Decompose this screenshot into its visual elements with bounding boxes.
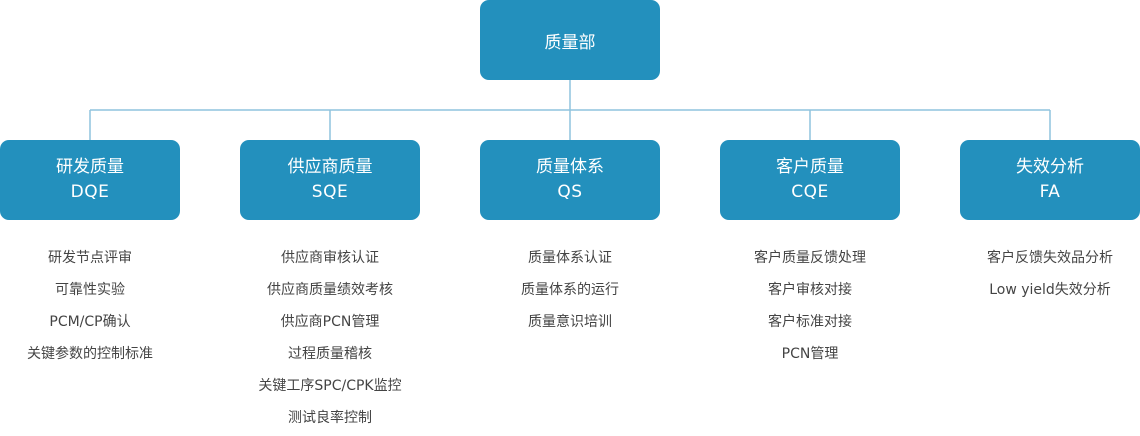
list-item: 客户标准对接 [768,314,852,330]
dept-name: 供应商质量 [287,157,373,177]
list-item: 关键工序SPC/CPK监控 [258,378,402,394]
dept-abbr: SQE [311,182,349,202]
dept-abbr: FA [1039,182,1061,202]
list-item: 客户质量反馈处理 [754,250,866,266]
list-item: 研发节点评审 [48,250,132,266]
cqe-responsibility-list: 客户质量反馈处理 客户审核对接 客户标准对接 PCN管理 [710,244,910,372]
dept-name: 质量体系 [536,157,604,177]
dept-node-dqe: 研发质量 DQE [0,140,180,220]
dept-name: 客户质量 [776,157,844,177]
list-item: 供应商质量绩效考核 [267,282,393,298]
list-item: 可靠性实验 [55,282,125,298]
dept-name: 研发质量 [56,157,124,177]
sqe-responsibility-list: 供应商审核认证 供应商质量绩效考核 供应商PCN管理 过程质量稽核 关键工序SP… [230,244,430,436]
dqe-responsibility-list: 研发节点评审 可靠性实验 PCM/CP确认 关键参数的控制标准 [0,244,190,372]
fa-responsibility-list: 客户反馈失效品分析 Low yield失效分析 [950,244,1140,308]
qs-responsibility-list: 质量体系认证 质量体系的运行 质量意识培训 [470,244,670,340]
list-item: 质量意识培训 [528,314,612,330]
dept-node-sqe: 供应商质量 SQE [240,140,420,220]
list-item: 客户反馈失效品分析 [987,250,1113,266]
list-item: 测试良率控制 [288,410,372,426]
list-item: 供应商审核认证 [281,250,379,266]
dept-name: 失效分析 [1016,157,1084,177]
list-item: 质量体系的运行 [521,282,619,298]
list-item: 过程质量稽核 [288,346,372,362]
connector-lines [89,80,1051,140]
list-item: 质量体系认证 [528,250,612,266]
list-item: PCN管理 [781,346,839,362]
dept-node-fa: 失效分析 FA [960,140,1140,220]
root-node-quality-dept: 质量部 [480,0,660,80]
root-node-label: 质量部 [544,32,596,53]
list-item: PCM/CP确认 [49,314,131,330]
org-chart: 质量部 研发质量 DQE 供应商质量 SQE 质量体系 QS 客户质量 CQE … [0,0,1140,426]
list-item: 供应商PCN管理 [280,314,380,330]
dept-node-qs: 质量体系 QS [480,140,660,220]
list-item: 客户审核对接 [768,282,852,298]
list-item: 关键参数的控制标准 [27,346,153,362]
dept-abbr: CQE [791,182,829,202]
list-item: Low yield失效分析 [989,282,1111,298]
dept-abbr: QS [557,182,583,202]
dept-node-cqe: 客户质量 CQE [720,140,900,220]
dept-abbr: DQE [70,182,110,202]
